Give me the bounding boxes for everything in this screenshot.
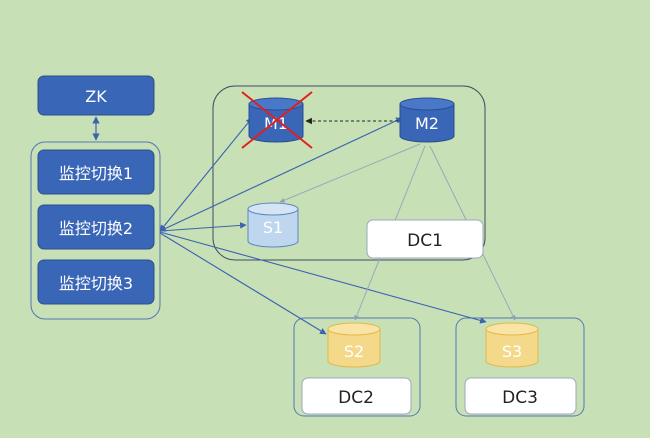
link-m2-s1 xyxy=(279,143,421,203)
dc1-label-box xyxy=(366,219,484,259)
dc3-label-box xyxy=(464,377,577,415)
m2-label: M2 xyxy=(415,114,439,133)
dc1-label: DC1 xyxy=(407,231,443,251)
zk-node xyxy=(37,75,155,116)
dc3-label: DC3 xyxy=(502,388,538,408)
monitor-node-1 xyxy=(37,149,155,195)
s1-label: S1 xyxy=(263,218,283,237)
monitor-label-1: 监控切换1 xyxy=(59,164,133,183)
m2-database-node: M2 xyxy=(399,97,455,143)
s3-label: S3 xyxy=(502,342,522,361)
link-monitor-s2 xyxy=(159,232,327,335)
monitor-label-2: 监控切换2 xyxy=(59,219,133,238)
s2-label: S2 xyxy=(344,342,364,361)
m1-database-node: M1 xyxy=(241,91,313,149)
link-monitor-s1 xyxy=(159,222,247,232)
dc2-label-box xyxy=(301,377,412,415)
monitor-node-3 xyxy=(37,259,155,305)
link-monitor-s3 xyxy=(159,231,487,324)
m1-failure-cross-b xyxy=(241,91,313,149)
dc2-label: DC2 xyxy=(338,388,374,408)
link-monitor-m2 xyxy=(159,117,403,232)
s3-database-node: S3 xyxy=(485,322,539,368)
s2-database-node: S2 xyxy=(327,322,381,368)
s1-database-node: S1 xyxy=(247,202,299,248)
monitor-node-2 xyxy=(37,204,155,250)
m1-label: M1 xyxy=(264,114,288,133)
monitor-label-3: 监控切换3 xyxy=(59,274,133,293)
zk-label: ZK xyxy=(85,87,107,106)
